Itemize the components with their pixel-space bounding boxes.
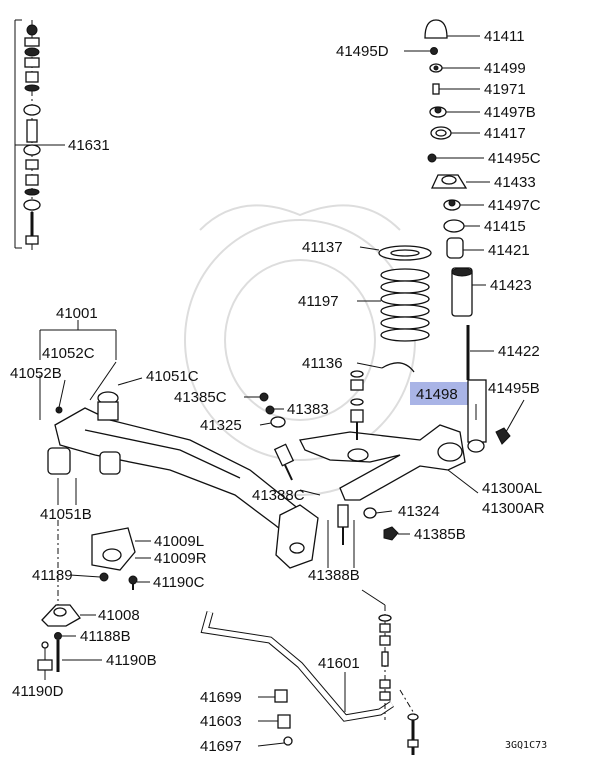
- label-41697: 41697: [200, 738, 242, 755]
- label-41009R: 41009R: [154, 550, 207, 567]
- label-41197: 41197: [298, 293, 339, 310]
- mount-bracket: [37, 520, 151, 680]
- label-41136: 41136: [302, 355, 343, 372]
- label-41388C: 41388C: [252, 487, 305, 504]
- label-41383: 41383: [287, 401, 329, 418]
- label-41385B: 41385B: [414, 526, 466, 543]
- label-41009L: 41009L: [154, 533, 204, 550]
- label-41190D: 41190D: [12, 683, 64, 700]
- label-41051C: 41051C: [146, 368, 199, 385]
- label-41052C: 41052C: [42, 345, 95, 362]
- label-41971: 41971: [484, 81, 526, 98]
- stabilizer-link-kit: [14, 19, 65, 250]
- label-41188B: 41188B: [80, 628, 131, 645]
- label-41495D: 41495D: [336, 43, 389, 60]
- label-41422: 41422: [498, 343, 540, 360]
- label-41495B: 41495B: [488, 380, 540, 397]
- label-41388B: 41388B: [308, 567, 360, 584]
- label-41001: 41001: [56, 305, 98, 322]
- label-41603: 41603: [200, 713, 242, 730]
- label-41433: 41433: [494, 174, 536, 191]
- label-41411: 41411: [484, 28, 525, 45]
- label-41497B: 41497B: [484, 104, 536, 121]
- label-41137: 41137: [302, 239, 343, 256]
- stabilizer-bar: [200, 589, 419, 755]
- label-41190B: 41190B: [106, 652, 157, 669]
- label-41008: 41008: [98, 607, 140, 624]
- label-41631: 41631: [68, 137, 110, 154]
- crossmember: [39, 320, 319, 569]
- label-41385C: 41385C: [174, 389, 227, 406]
- lower-arm: [244, 370, 479, 568]
- label-41498: 41498: [416, 386, 458, 403]
- label-41189: 41189: [32, 567, 73, 584]
- label-41415: 41415: [484, 218, 526, 235]
- label-41051B: 41051B: [40, 506, 92, 523]
- label-41300AR: 41300AR: [482, 500, 545, 517]
- label-41497C: 41497C: [488, 197, 541, 214]
- label-41421: 41421: [488, 242, 530, 259]
- label-41190C: 41190C: [153, 574, 205, 591]
- figure-code: 3GQ1C73: [505, 740, 547, 751]
- label-41417: 41417: [484, 125, 526, 142]
- highlight-box: [410, 382, 484, 405]
- label-41300AL: 41300AL: [482, 480, 542, 497]
- label-41052B: 41052B: [10, 365, 62, 382]
- strut-mount-parts: [404, 19, 525, 453]
- label-41325: 41325: [200, 417, 242, 434]
- label-41699: 41699: [200, 689, 242, 706]
- label-41423: 41423: [490, 277, 532, 294]
- label-41601: 41601: [318, 655, 360, 672]
- label-41324: 41324: [398, 503, 440, 520]
- label-41495C: 41495C: [488, 150, 541, 167]
- coil-spring: [356, 245, 432, 373]
- label-41499: 41499: [484, 60, 526, 77]
